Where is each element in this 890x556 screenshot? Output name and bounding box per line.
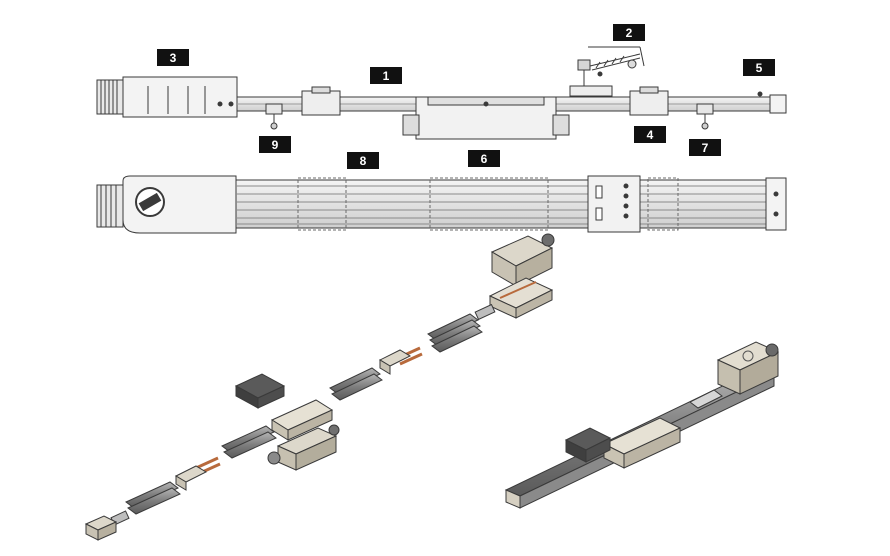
side-view — [96, 46, 787, 140]
exploded-view — [84, 233, 555, 541]
callout-7: 7 — [689, 139, 721, 156]
callout-3: 3 — [157, 49, 189, 66]
exploded-end-cap — [84, 515, 118, 541]
callout-5: 5 — [743, 59, 775, 76]
exploded-bar-2 — [329, 367, 383, 401]
collector-top — [587, 175, 641, 233]
exploded-collector — [234, 373, 286, 409]
cable-gland — [96, 79, 124, 115]
assembled-view — [504, 341, 780, 509]
current-collector — [569, 46, 645, 97]
exploded-joint-cover — [270, 399, 334, 441]
callout-2: 2 — [613, 24, 645, 41]
callout-4: 4 — [634, 126, 666, 143]
callout-9: 9 — [259, 136, 291, 153]
exploded-bar-3 — [221, 425, 277, 459]
callout-7-label: 7 — [702, 141, 709, 155]
callout-9-label: 9 — [272, 138, 279, 152]
callout-3-label: 3 — [170, 51, 177, 65]
hanger-clamp-right — [629, 90, 669, 116]
top-view — [96, 175, 787, 234]
exploded-gland-box — [267, 424, 340, 471]
callout-6-label: 6 — [481, 152, 488, 166]
callouts: 1 2 3 4 5 6 7 8 — [157, 24, 775, 169]
exploded-feed-box — [490, 233, 555, 287]
exploded-bar-1 — [427, 313, 483, 353]
hanger-clamp-left — [301, 90, 341, 116]
callout-5-label: 5 — [756, 61, 763, 75]
callout-2-label: 2 — [626, 26, 633, 40]
feed-end-box — [122, 76, 238, 118]
end-cap-side — [769, 94, 787, 114]
dropper-9 — [265, 103, 283, 130]
assembled-collector — [564, 427, 612, 463]
callout-4-label: 4 — [647, 128, 654, 142]
exploded-feed-base — [488, 277, 554, 319]
callout-8: 8 — [347, 152, 379, 169]
dropper-7 — [696, 103, 714, 130]
exploded-bar-4 — [125, 481, 181, 515]
callout-1: 1 — [370, 67, 402, 84]
callout-6: 6 — [468, 150, 500, 167]
assembled-feed-box — [716, 341, 780, 395]
main-rail-top — [235, 179, 787, 229]
callout-1-label: 1 — [383, 69, 390, 83]
callout-8-label: 8 — [360, 154, 367, 168]
